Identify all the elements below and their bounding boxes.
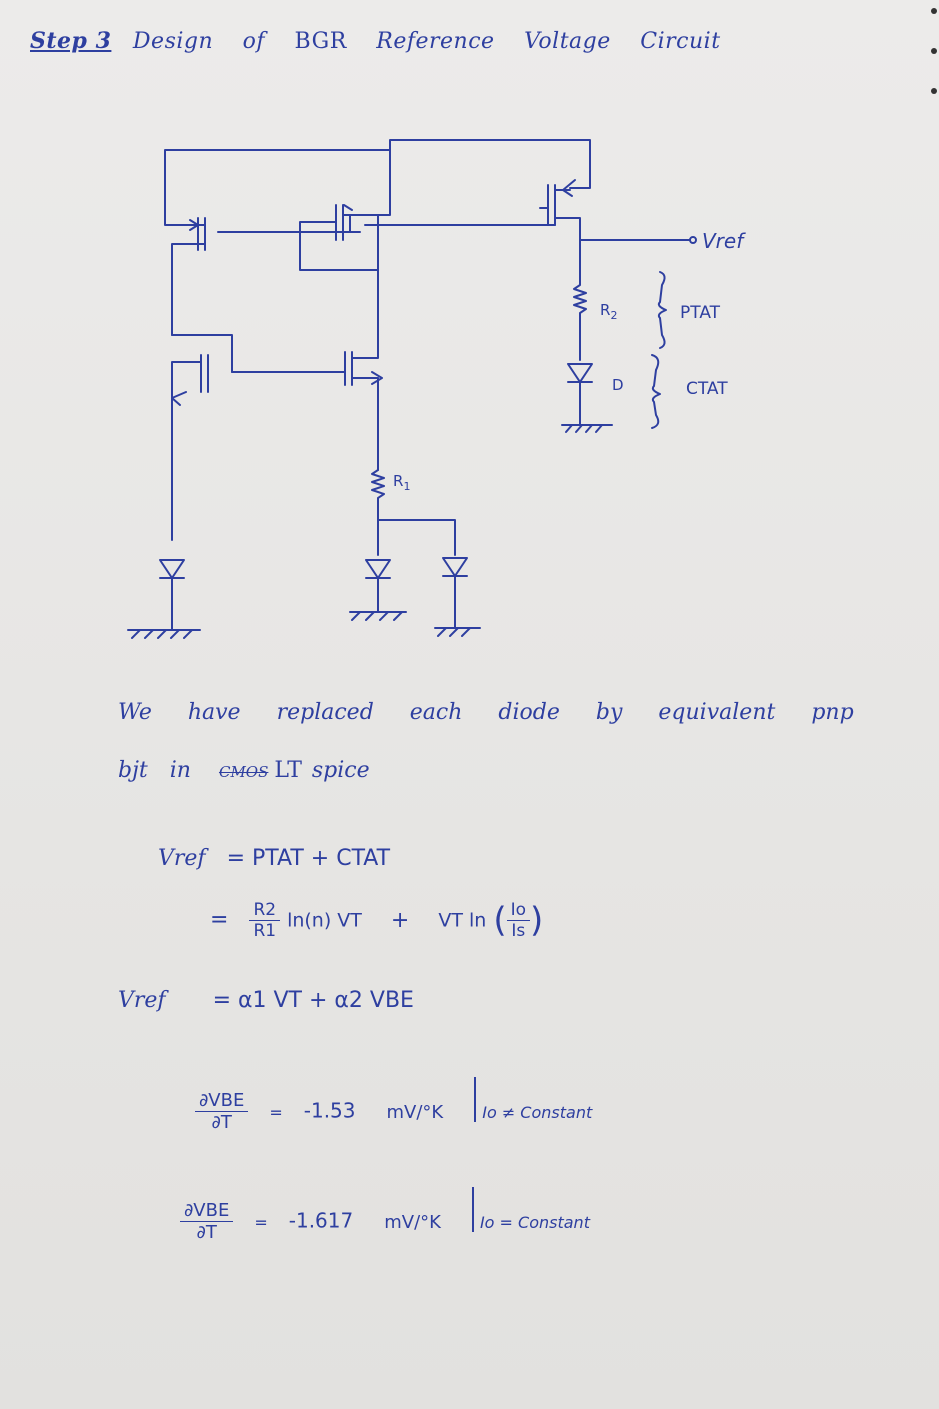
note-word: have — [187, 700, 241, 725]
vref-symbol: Vref — [118, 988, 166, 1013]
page-heading: Step 3 Design of BGR Reference Voltage C… — [30, 28, 743, 54]
current-ratio: Io Is — [506, 900, 531, 941]
pmos-transistor-middle — [299, 204, 379, 336]
r1-resistor — [371, 469, 456, 556]
diode-d — [561, 363, 613, 433]
page-edge-mark — [931, 88, 937, 94]
pmos-transistor-right — [539, 179, 581, 241]
r1-label: R1 — [393, 472, 410, 493]
equals-sign: = — [269, 1102, 283, 1122]
equation-vref-alpha: Vref = α1 VT + α2 VBE — [118, 988, 414, 1013]
condition-label: Io ≠ Constant — [474, 1076, 593, 1122]
note-word: spice — [311, 758, 370, 783]
heading-word: of — [242, 29, 266, 54]
derivative-value: -1.617 — [288, 1208, 354, 1233]
ratio-denominator: R1 — [253, 921, 277, 941]
ln-term: ln(n) VT — [287, 909, 362, 932]
pmos-transistor-left — [171, 217, 206, 336]
note-word: in — [169, 758, 191, 783]
derivative-numerator: ∂VBE — [195, 1090, 249, 1112]
derivative-unit: mV/°K — [386, 1101, 444, 1123]
heading-word: BGR — [294, 29, 347, 54]
equation-vref-definition: Vref = PTAT + CTAT — [158, 846, 390, 871]
dvbe-dt-fraction: ∂VBE ∂T — [195, 1090, 249, 1133]
struck-word: CMOS — [218, 763, 269, 781]
r2-resistor — [573, 239, 587, 361]
equation-vref-expansion: = R2 R1 ln(n) VT + VT ln ( Io Is ) — [210, 900, 544, 941]
heading-word: Circuit — [640, 29, 721, 54]
equation-rhs: = PTAT + CTAT — [226, 846, 391, 871]
heading-word: Design — [132, 29, 214, 54]
equals-sign: = — [210, 907, 229, 933]
r2-label: R2 — [600, 301, 617, 322]
note-word: bjt — [118, 758, 148, 783]
diode-middle — [349, 559, 407, 621]
vt-ln-term: VT ln — [438, 909, 487, 932]
derivative-value: -1.53 — [303, 1098, 356, 1123]
note-word: each — [409, 700, 463, 725]
note-word: LT — [274, 758, 302, 783]
ctat-label: CTAT — [686, 379, 728, 399]
ptat-label: PTAT — [680, 303, 721, 323]
vref-symbol: Vref — [158, 846, 206, 871]
derivative-unit: mV/°K — [384, 1211, 441, 1233]
vref-label: Vref — [702, 229, 746, 253]
page-edge-mark — [931, 48, 937, 54]
dvbe-dt-fraction: ∂VBE ∂T — [180, 1200, 234, 1243]
condition-label: Io = Constant — [471, 1186, 590, 1232]
equals-sign: = — [254, 1212, 268, 1232]
nmos-transistor-right — [231, 334, 383, 471]
current-denominator: Is — [511, 921, 526, 941]
note-word: We — [118, 700, 152, 725]
derivative-denominator: ∂T — [211, 1112, 232, 1133]
bgr-circuit-schematic: Vref R2 PTAT D CTAT R1 — [127, 139, 746, 639]
resistor-ratio: R2 R1 — [249, 900, 281, 941]
ratio-numerator: R2 — [249, 900, 281, 921]
derivative-io-constant: ∂VBE ∂T = -1.617 mV/°K Io = Constant — [180, 1186, 590, 1243]
ptat-brace — [657, 271, 667, 349]
plus-sign: + — [390, 907, 410, 933]
diode-right — [434, 557, 481, 637]
derivative-numerator: ∂VBE — [180, 1200, 234, 1222]
page-edge-mark — [931, 8, 937, 14]
note-word: by — [595, 700, 623, 725]
heading-word: Voltage — [524, 29, 611, 54]
equation-rhs: = α1 VT + α2 VBE — [212, 988, 414, 1013]
current-numerator: Io — [506, 900, 531, 921]
ctat-brace — [651, 354, 661, 429]
note-line-1: We have replaced each diode by equivalent pnp — [118, 700, 854, 725]
heading-word: Reference — [376, 29, 495, 54]
note-word: replaced — [276, 700, 374, 725]
step-label: Step 3 — [30, 28, 112, 54]
diode-left — [127, 559, 201, 639]
note-word: pnp — [811, 700, 854, 725]
derivative-io-varying: ∂VBE ∂T = -1.53 mV/°K Io ≠ Constant — [195, 1076, 593, 1133]
note-word: diode — [498, 700, 560, 725]
nmos-transistor-left — [171, 334, 233, 541]
note-word: equivalent — [658, 700, 776, 725]
derivative-denominator: ∂T — [196, 1222, 217, 1243]
vref-terminal — [689, 236, 697, 244]
d-label: D — [612, 376, 624, 394]
